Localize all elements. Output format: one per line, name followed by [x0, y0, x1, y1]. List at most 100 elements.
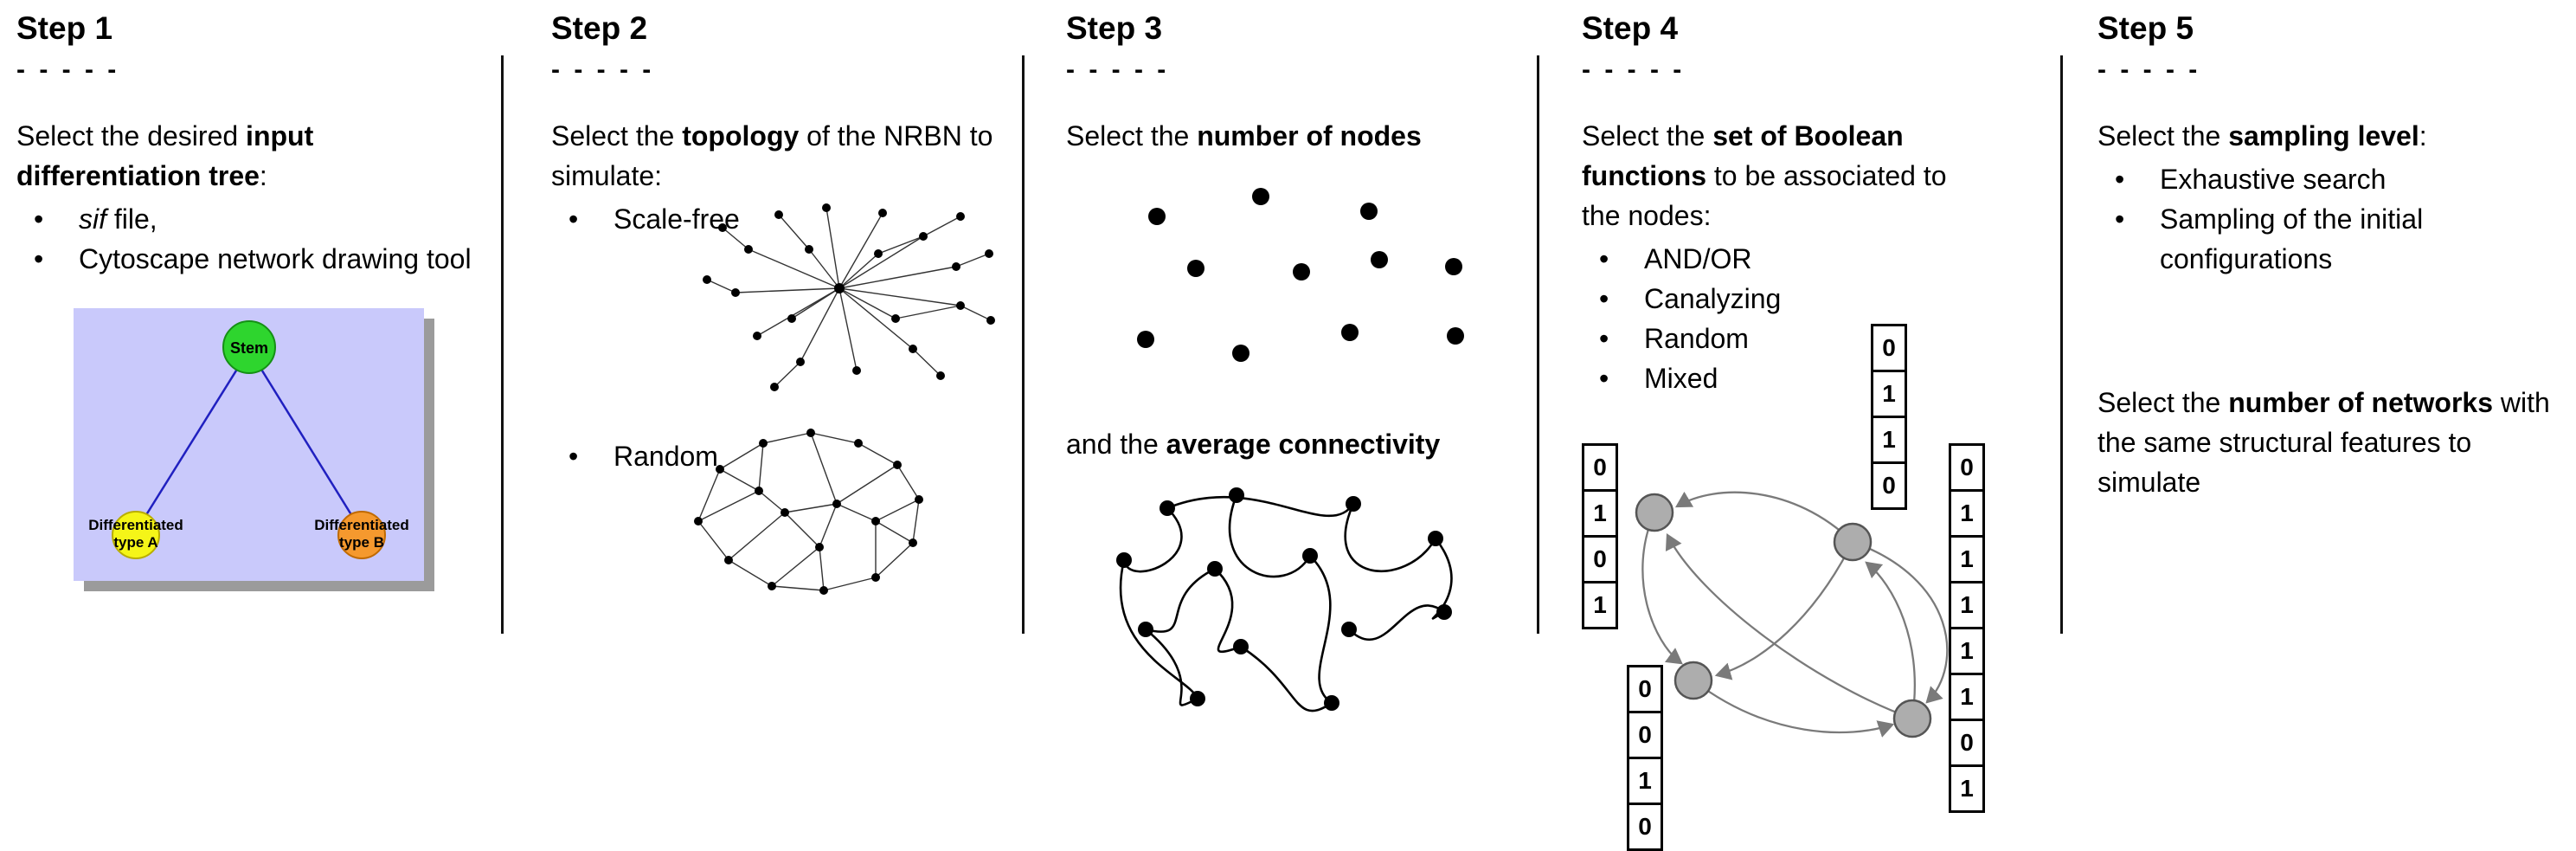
boolean-node [1892, 699, 1932, 738]
networks-text: Select the [2097, 387, 2229, 418]
tree-edge-left [134, 349, 251, 532]
dashes-rule: - - - - - [16, 55, 120, 84]
boolean-cell: 1 [1582, 581, 1618, 629]
boolean-cell: 1 [1627, 757, 1663, 805]
networks-bold: number of networks [2228, 387, 2494, 418]
boolean-table-top: 0 1 1 0 [1871, 324, 1907, 510]
step1-intro: Select the desired input differentiation… [16, 116, 491, 196]
sif-rest: file, [106, 203, 157, 235]
stem-label: Stem [230, 339, 268, 357]
boolean-node [1833, 522, 1873, 562]
step5-bullets: Exhaustive search Sampling of the initia… [2097, 159, 2572, 279]
intro-bold: topology [682, 120, 800, 152]
boolean-cell: 1 [1949, 764, 1985, 813]
step2-intro: Select the topology of the NRBN to simul… [551, 116, 1025, 196]
boolean-cell: 1 [1949, 489, 1985, 538]
intro-text: Select the [2097, 120, 2229, 152]
boolean-network-graphic [1635, 491, 1949, 738]
boolean-cell: 0 [1871, 324, 1907, 372]
column-divider [2060, 55, 2063, 634]
step3-connectivity: and the average connectivity [1066, 424, 1440, 464]
boolean-cell: 0 [1627, 665, 1663, 713]
boolean-cell: 0 [1582, 443, 1618, 492]
random-network-graphic [694, 429, 923, 595]
boolean-cell: 0 [1627, 711, 1663, 759]
differentiation-tree-graphic: Stem Differentiated type A Differentiate… [74, 308, 434, 591]
step5-intro: Select the sampling level: [2097, 116, 2572, 156]
bullet-sif-file: sif file, [16, 199, 491, 239]
step2-column: Step 2 - - - - - Select the topology of … [551, 10, 1025, 841]
bullet-cytoscape: Cytoscape network drawing tool [16, 239, 491, 279]
connectivity-text: and the [1066, 429, 1166, 460]
step4-intro: Select the set of Boolean functions to b… [1582, 116, 1988, 235]
networks-tail: with the same structural features to sim… [2097, 387, 2550, 498]
step-title: Step 5 [2097, 10, 2194, 46]
intro-tail: to be associated to the nodes: [1582, 160, 1947, 231]
type-b-label-line2: type B [339, 534, 384, 551]
step-title: Step 2 [551, 10, 648, 46]
bullet-sampling: Sampling of the initial configurations [2097, 199, 2497, 279]
dashes-rule: - - - - - [1066, 55, 1170, 84]
intro-punct: : [259, 160, 267, 191]
type-b-label-line1: Differentiated [314, 517, 409, 533]
intro-bold: input differentiation tree [16, 120, 314, 191]
step-title: Step 4 [1582, 10, 1679, 46]
intro-punct: : [2419, 120, 2427, 152]
boolean-node [1635, 493, 1674, 532]
boolean-cell: 0 [1949, 443, 1985, 492]
column-divider [501, 55, 504, 634]
connectivity-network-graphic [1116, 487, 1453, 712]
dashes-rule: - - - - - [551, 55, 655, 84]
connectivity-bold: average connectivity [1166, 429, 1441, 460]
intro-text: Select the [1582, 120, 1713, 152]
boolean-table-left: 0 1 0 1 [1582, 443, 1618, 629]
sif-italic: sif [79, 203, 106, 235]
boolean-cell: 0 [1949, 719, 1985, 767]
step5-column: Step 5 - - - - - Select the sampling lev… [2097, 10, 2572, 841]
step4-bullets: AND/OR Canalyzing Random Mixed [1582, 239, 2066, 398]
step3-intro: Select the number of nodes [1066, 116, 1540, 156]
type-b-node [337, 511, 386, 559]
scale-free-network-graphic [703, 203, 995, 391]
type-a-label-line1: Differentiated [88, 517, 183, 533]
boolean-table-right: 0 1 1 1 1 1 0 1 [1949, 443, 1985, 813]
boolean-cell: 0 [1582, 535, 1618, 583]
bullet-random-fn: Random [1582, 319, 2066, 358]
step1-column: Step 1 - - - - - Select the desired inpu… [16, 10, 491, 603]
step3-column: Step 3 - - - - - Select the number of no… [1066, 10, 1540, 841]
intro-text: Select the [1066, 120, 1198, 152]
bullet-and-or: AND/OR [1582, 239, 2066, 279]
bullet-random-row: Random [551, 436, 897, 476]
step1-bullets: sif file, Cytoscape network drawing tool [16, 199, 491, 279]
nodes-dots-graphic [1137, 188, 1464, 362]
intro-bold: set of Boolean functions [1582, 120, 1904, 191]
type-a-node [112, 511, 160, 559]
bullet-exhaustive: Exhaustive search [2097, 159, 2572, 199]
bullet-mixed: Mixed [1582, 358, 2066, 398]
step-title: Step 1 [16, 10, 113, 46]
step4-column: Step 4 - - - - - Select the set of Boole… [1582, 10, 2066, 851]
stem-node [222, 320, 276, 374]
boolean-node [1673, 661, 1713, 700]
intro-text: Select the [551, 120, 683, 152]
boolean-cell: 1 [1871, 416, 1907, 464]
step-title: Step 3 [1066, 10, 1163, 46]
tree-edge-right [247, 349, 363, 532]
boolean-cell: 0 [1627, 803, 1663, 851]
dashes-rule: - - - - - [2097, 55, 2201, 84]
bullet-random: Random [551, 436, 897, 476]
intro-bold: sampling level [2228, 120, 2419, 152]
boolean-table-bottom: 0 0 1 0 [1627, 665, 1663, 851]
column-divider [1022, 55, 1025, 634]
dashes-rule: - - - - - [1582, 55, 1686, 84]
boolean-cell: 0 [1871, 461, 1907, 510]
boolean-cell: 1 [1582, 489, 1618, 538]
step5-networks: Select the number of networks with the s… [2097, 383, 2565, 502]
boolean-cell: 1 [1949, 627, 1985, 675]
type-a-label-line2: type A [113, 534, 157, 551]
boolean-cell: 1 [1949, 673, 1985, 721]
column-divider [1537, 55, 1539, 634]
boolean-cell: 1 [1949, 535, 1985, 583]
intro-tail: of the NRBN to simulate: [551, 120, 993, 191]
